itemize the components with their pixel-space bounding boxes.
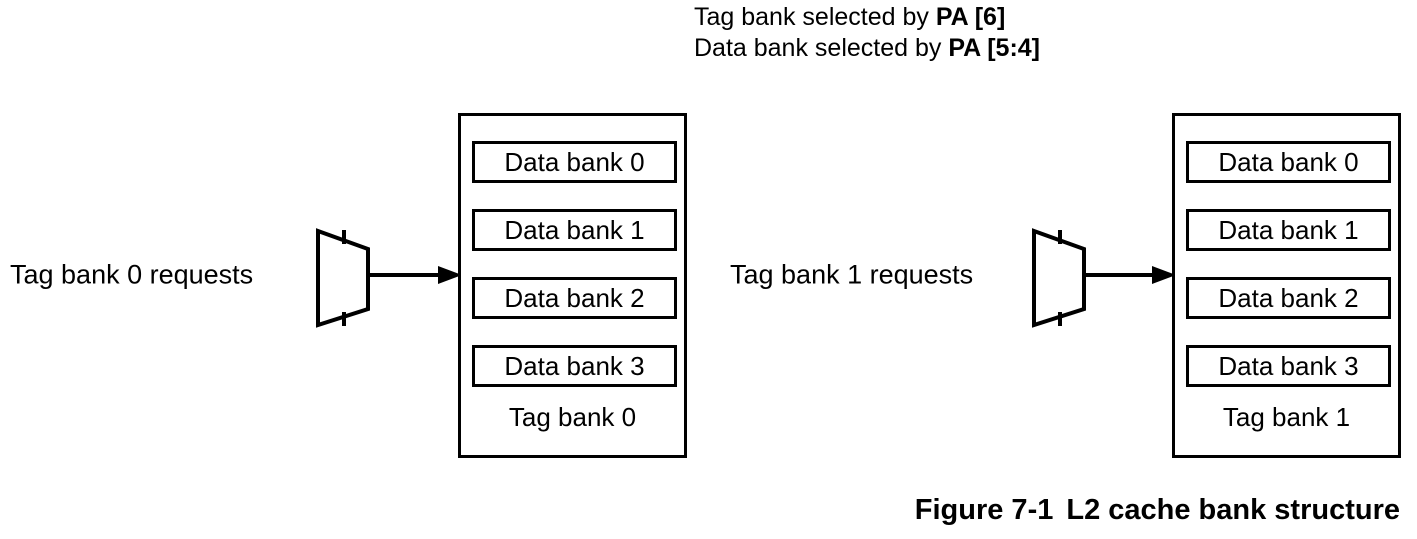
figure-caption-number: Figure 7-1 xyxy=(914,494,1054,526)
mux-1-to-tag-bank-1-arrow xyxy=(1082,265,1176,285)
selection-note: Tag bank selected by PA [6] Data bank se… xyxy=(694,2,1040,64)
selection-note-data-bits: PA [5:4] xyxy=(948,34,1041,62)
multiplexer-1 xyxy=(1032,228,1088,328)
figure-caption: Figure 7-1 L2 cache bank structure xyxy=(0,492,1400,528)
tag-bank-1-data-bank-3: Data bank 3 xyxy=(1186,345,1391,387)
tag-bank-0-data-bank-3: Data bank 3 xyxy=(472,345,677,387)
tag-bank-0-data-bank-1: Data bank 1 xyxy=(472,209,677,251)
tag-bank-1-data-bank-1: Data bank 1 xyxy=(1186,209,1391,251)
selection-note-tag-prefix: Tag bank selected by xyxy=(694,3,936,31)
selection-note-data-prefix: Data bank selected by xyxy=(694,34,949,62)
tag-bank-0-data-bank-2: Data bank 2 xyxy=(472,277,677,319)
tag-bank-1-data-bank-0: Data bank 0 xyxy=(1186,141,1391,183)
figure-caption-title: L2 cache bank structure xyxy=(1066,494,1400,526)
multiplexer-0 xyxy=(316,228,372,328)
tag-bank-1-block: Data bank 0 Data bank 1 Data bank 2 Data… xyxy=(1172,113,1401,458)
tag-bank-1-data-bank-2: Data bank 2 xyxy=(1186,277,1391,319)
tag-bank-0-block: Data bank 0 Data bank 1 Data bank 2 Data… xyxy=(458,113,687,458)
tag-bank-0-request-label: Tag bank 0 requests xyxy=(10,259,254,290)
tag-bank-0-data-bank-0: Data bank 0 xyxy=(472,141,677,183)
selection-note-line-data: Data bank selected by PA [5:4] xyxy=(694,33,1040,64)
tag-bank-1-request-label: Tag bank 1 requests xyxy=(730,259,974,290)
tag-bank-1-label: Tag bank 1 xyxy=(1222,402,1351,432)
selection-note-tag-bits: PA [6] xyxy=(935,3,1006,31)
tag-bank-0-label: Tag bank 0 xyxy=(508,402,637,432)
selection-note-line-tag: Tag bank selected by PA [6] xyxy=(694,2,1040,33)
mux-0-to-tag-bank-0-arrow xyxy=(366,265,462,285)
